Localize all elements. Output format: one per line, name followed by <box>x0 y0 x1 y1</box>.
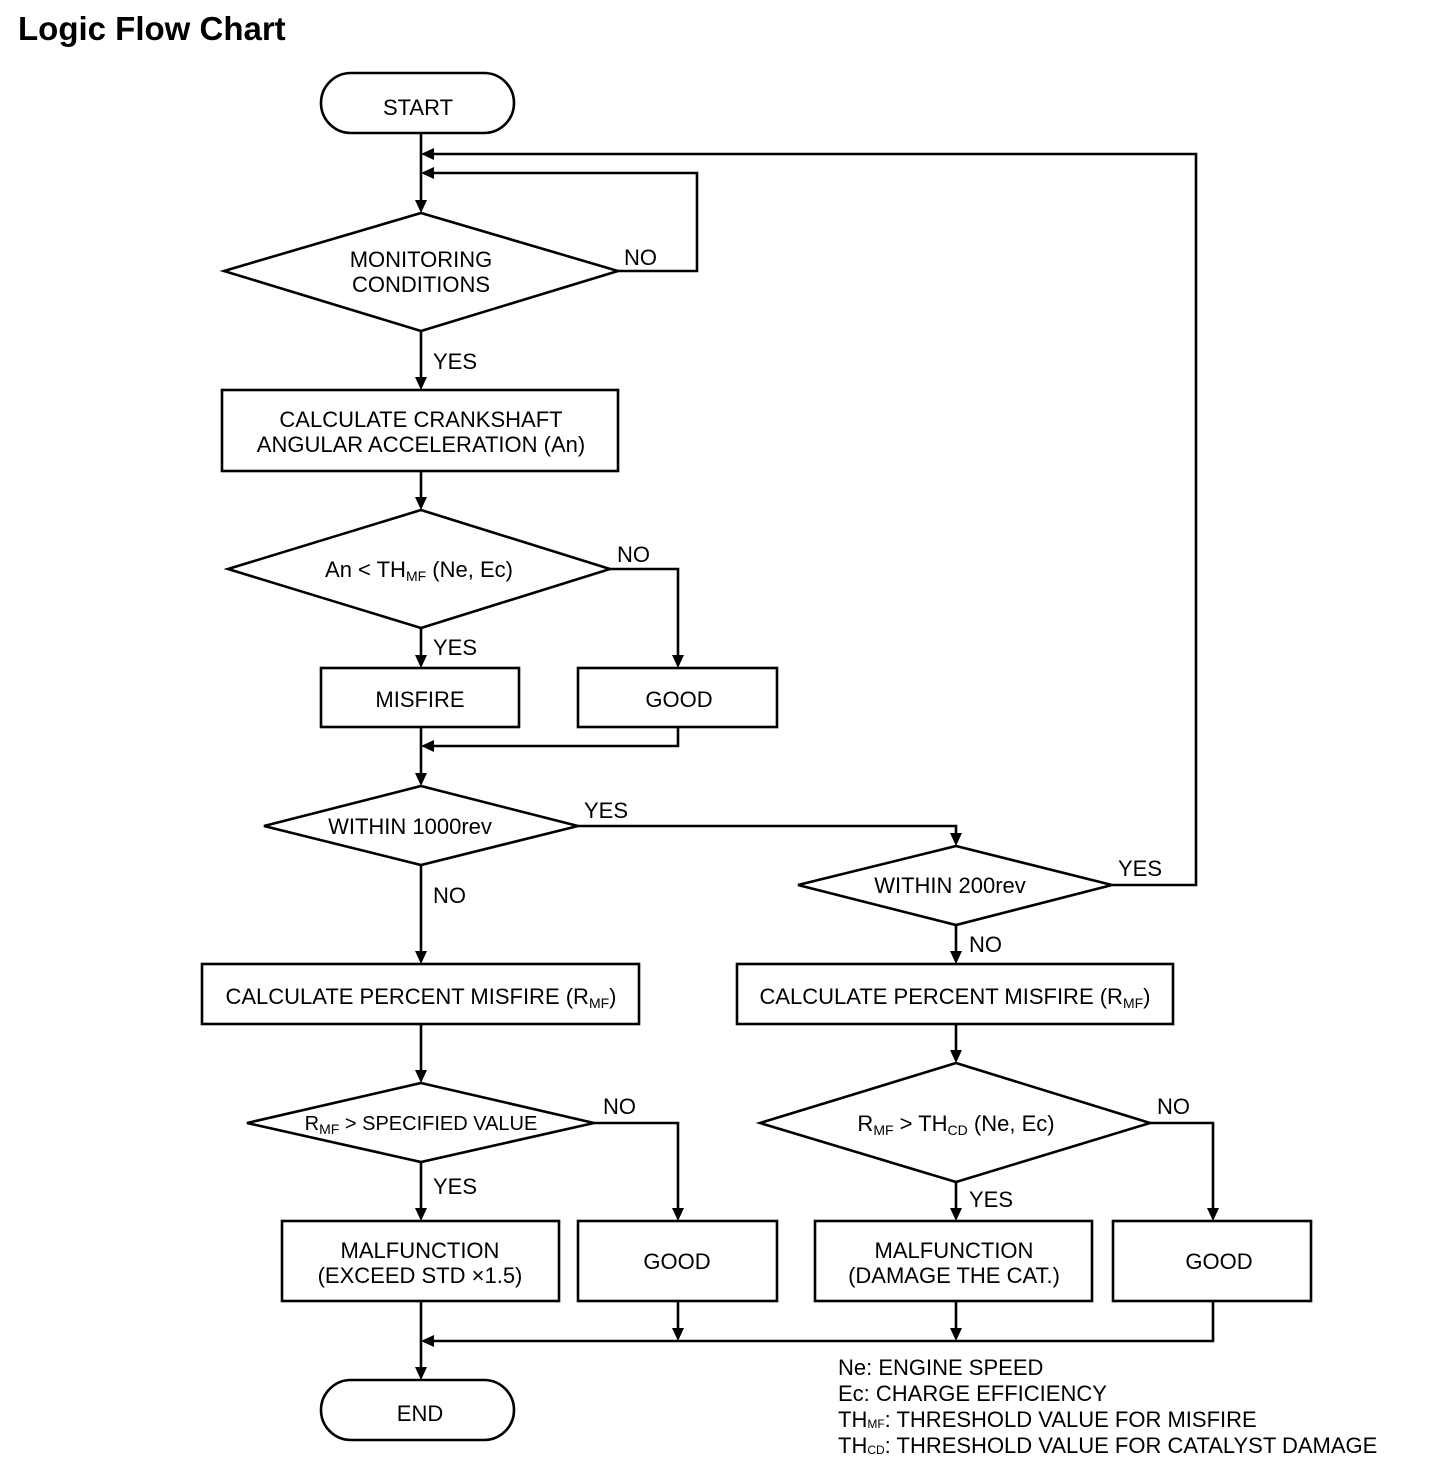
an-threshold-label: An < THMF (Ne, Ec) <box>325 557 513 584</box>
rmf-specified-label: RMF > SPECIFIED VALUE <box>305 1113 538 1137</box>
edge-labels: NO YES NO YES YES NO YES NO NO YES NO YE… <box>433 245 1190 1212</box>
start-terminal: START <box>319 71 516 135</box>
malf-std-line1: MALFUNCTION <box>341 1238 500 1263</box>
edge-label-spec-no: NO <box>603 1094 636 1119</box>
legend: Ne: ENGINE SPEED Ec: CHARGE EFFICIENCY T… <box>838 1355 1377 1458</box>
edge-label-cd-no: NO <box>1157 1094 1190 1119</box>
within-200rev-decision: WITHIN 200rev <box>797 844 1113 927</box>
edge-label-monitoring-yes: YES <box>433 349 477 374</box>
malf-cat-line1: MALFUNCTION <box>875 1238 1034 1263</box>
calculate-crankshaft-process: CALCULATE CRANKSHAFT ANGULAR ACCELERATIO… <box>220 388 620 473</box>
end-label: END <box>397 1401 443 1426</box>
within-1000rev-label: WITHIN 1000rev <box>328 814 492 839</box>
good-process-2: GOOD <box>576 1219 779 1303</box>
start-label: START <box>383 95 453 120</box>
edge-label-1000-no: NO <box>433 883 466 908</box>
edge-label-200-yes: YES <box>1118 856 1162 881</box>
legend-thcd: THCD: THRESHOLD VALUE FOR CATALYST DAMAG… <box>838 1433 1377 1458</box>
misfire-process: MISFIRE <box>319 666 521 729</box>
monitoring-label-line2: CONDITIONS <box>352 272 490 297</box>
malfunction-damage-cat-process: MALFUNCTION (DAMAGE THE CAT.) <box>813 1219 1094 1303</box>
rmf-thcd-label: RMF > THCD (Ne, Ec) <box>857 1111 1054 1138</box>
calculate-percent-misfire-right: CALCULATE PERCENT MISFIRE (RMF) <box>735 962 1175 1026</box>
good-label-3: GOOD <box>1185 1249 1252 1274</box>
page-title: Logic Flow Chart <box>18 10 286 47</box>
edge-label-1000-yes: YES <box>584 798 628 823</box>
calc-pct-left-label: CALCULATE PERCENT MISFIRE (RMF) <box>225 984 616 1011</box>
edge-label-200-no: NO <box>969 932 1002 957</box>
malfunction-exceed-std-process: MALFUNCTION (EXCEED STD ×1.5) <box>280 1219 561 1303</box>
monitoring-label-line1: MONITORING <box>350 247 493 272</box>
calculate-percent-misfire-left: CALCULATE PERCENT MISFIRE (RMF) <box>200 962 641 1026</box>
an-threshold-decision: An < THMF (Ne, Ec) <box>223 508 615 630</box>
malf-std-line2: (EXCEED STD ×1.5) <box>318 1263 523 1288</box>
legend-thmf: THMF: THRESHOLD VALUE FOR MISFIRE <box>838 1407 1257 1432</box>
connectors <box>419 133 1215 1373</box>
edge-label-monitoring-no: NO <box>624 245 657 270</box>
malf-cat-line2: (DAMAGE THE CAT.) <box>848 1263 1060 1288</box>
good-label-1: GOOD <box>645 687 712 712</box>
rmf-specified-value-decision: RMF > SPECIFIED VALUE <box>246 1081 595 1164</box>
legend-ne: Ne: ENGINE SPEED <box>838 1355 1043 1380</box>
within-1000rev-decision: WITHIN 1000rev <box>263 784 579 867</box>
arrow-heads <box>415 148 1219 1380</box>
edge-label-an-yes: YES <box>433 635 477 660</box>
edge-label-spec-yes: YES <box>433 1174 477 1199</box>
legend-ec: Ec: CHARGE EFFICIENCY <box>838 1381 1107 1406</box>
within-200rev-label: WITHIN 200rev <box>874 873 1026 898</box>
end-terminal: END <box>319 1378 516 1442</box>
good-process-1: GOOD <box>576 666 779 729</box>
calc-an-line1: CALCULATE CRANKSHAFT <box>279 407 562 432</box>
calc-an-line2: ANGULAR ACCELERATION (An) <box>257 432 585 457</box>
calc-pct-right-label: CALCULATE PERCENT MISFIRE (RMF) <box>759 984 1150 1011</box>
edge-label-cd-yes: YES <box>969 1187 1013 1212</box>
misfire-label: MISFIRE <box>375 687 464 712</box>
monitoring-conditions-decision: MONITORING CONDITIONS <box>219 211 623 333</box>
good-label-2: GOOD <box>643 1249 710 1274</box>
edge-label-an-no: NO <box>617 542 650 567</box>
rmf-thcd-decision: RMF > THCD (Ne, Ec) <box>755 1061 1155 1184</box>
good-process-3: GOOD <box>1111 1219 1313 1303</box>
